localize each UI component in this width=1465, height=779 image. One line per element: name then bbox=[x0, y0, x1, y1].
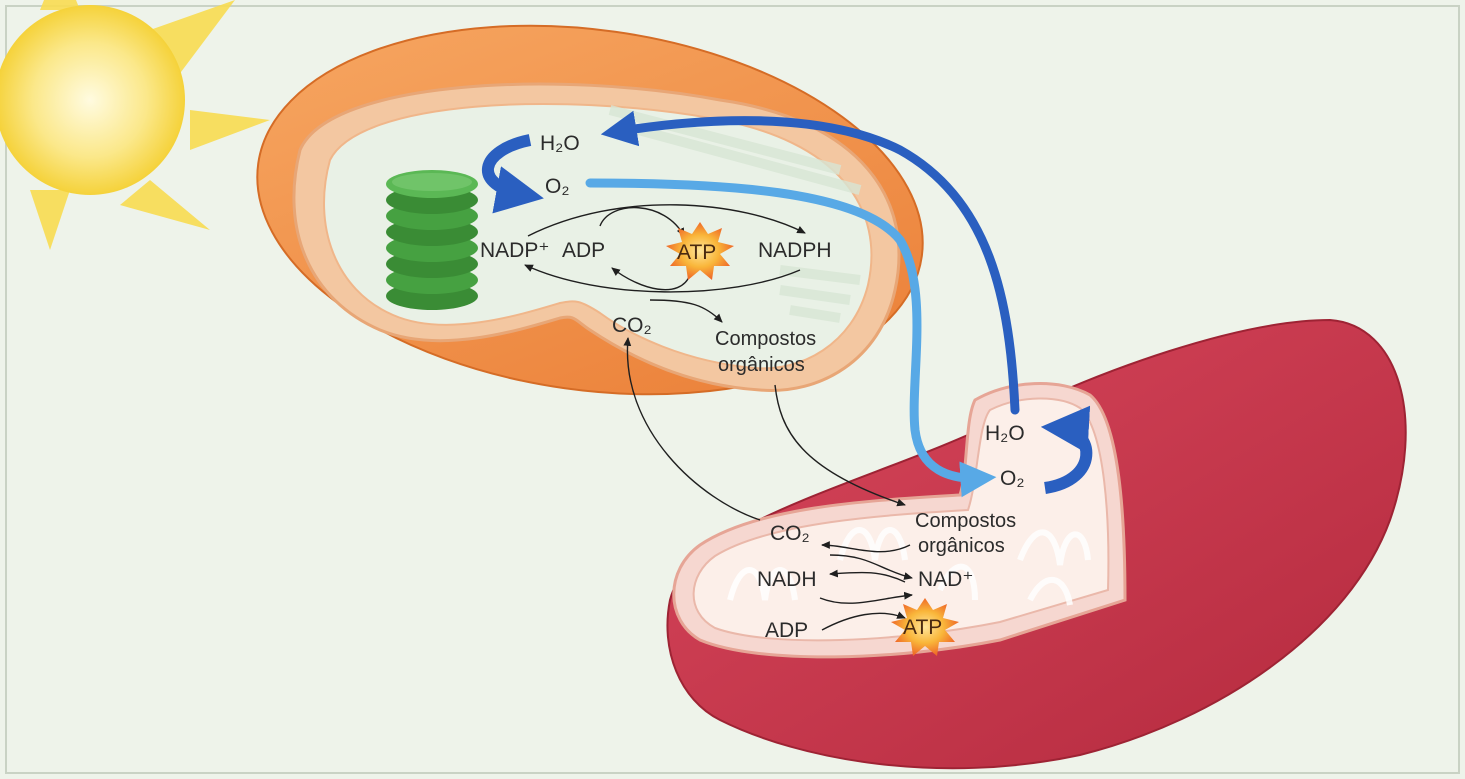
mito-h2o-label: H₂O bbox=[985, 422, 1025, 445]
mito-nad-label: NAD⁺ bbox=[918, 568, 973, 591]
chloro-organic-label-1: Compostos bbox=[715, 328, 816, 350]
chloro-atp-label: ATP bbox=[677, 241, 716, 264]
mito-adp-label: ADP bbox=[765, 619, 808, 642]
mito-atp-label: ATP bbox=[903, 616, 942, 639]
chloro-organic-label-2: orgânicos bbox=[718, 354, 805, 376]
mito-organic-label-2: orgânicos bbox=[918, 535, 1005, 557]
chloro-h2o-label: H₂O bbox=[540, 132, 580, 155]
mito-organic-label-1: Compostos bbox=[915, 510, 1016, 532]
chloro-co2-label: CO₂ bbox=[612, 314, 652, 337]
chloro-nadph-label: NADPH bbox=[758, 239, 832, 262]
thylakoid-stack-icon bbox=[386, 170, 478, 310]
chloro-o2-label: O₂ bbox=[545, 175, 570, 198]
chloro-nadp-label: NADP⁺ bbox=[480, 239, 549, 262]
chloro-adp-label: ADP bbox=[562, 239, 605, 262]
mito-co2-label: CO₂ bbox=[770, 522, 810, 545]
mito-nadh-label: NADH bbox=[757, 568, 817, 591]
mito-o2-label: O₂ bbox=[1000, 467, 1025, 490]
